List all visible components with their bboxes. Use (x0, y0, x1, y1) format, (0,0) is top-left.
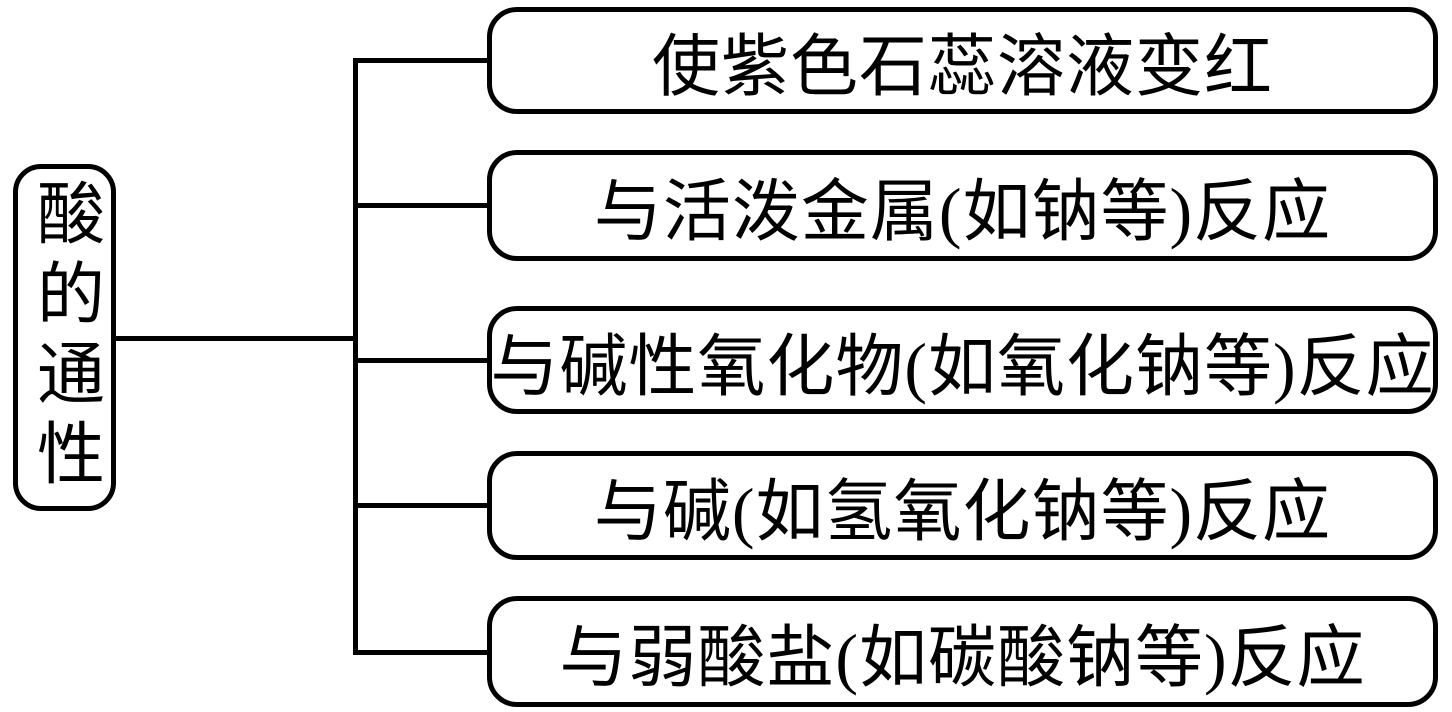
branch-node-label: 使紫色石蕊溶液变红 (651, 29, 1273, 105)
branch-node-active-metals: 与活泼金属(如钠等)反应 (487, 150, 1438, 261)
branch-node-weak-acid-salts: 与弱酸盐(如碳酸钠等)反应 (487, 596, 1438, 707)
trunk-line (353, 58, 358, 655)
branch-node-label: 与碱(如氢氧化钠等)反应 (593, 474, 1332, 550)
branch-connector-line-1 (355, 58, 488, 63)
branch-connector-line-5 (355, 650, 488, 655)
branch-connector-line-4 (355, 503, 488, 508)
branch-node-label: 与弱酸盐(如碳酸钠等)反应 (559, 620, 1366, 696)
branch-node-basic-oxides: 与碱性氧化物(如氧化钠等)反应 (487, 306, 1438, 414)
branch-connector-line-2 (355, 203, 488, 208)
branch-node-label: 与碱性氧化物(如氧化钠等)反应 (490, 328, 1435, 405)
root-connector-line (113, 336, 355, 341)
branch-connector-line-3 (355, 358, 488, 363)
branch-node-litmus: 使紫色石蕊溶液变红 (487, 7, 1438, 114)
root-node-acid-properties: 酸的通性 (13, 164, 116, 511)
branch-node-bases: 与碱(如氢氧化钠等)反应 (487, 451, 1438, 560)
root-node-label: 酸的通性 (26, 177, 103, 498)
branch-node-label: 与活泼金属(如钠等)反应 (593, 174, 1332, 250)
